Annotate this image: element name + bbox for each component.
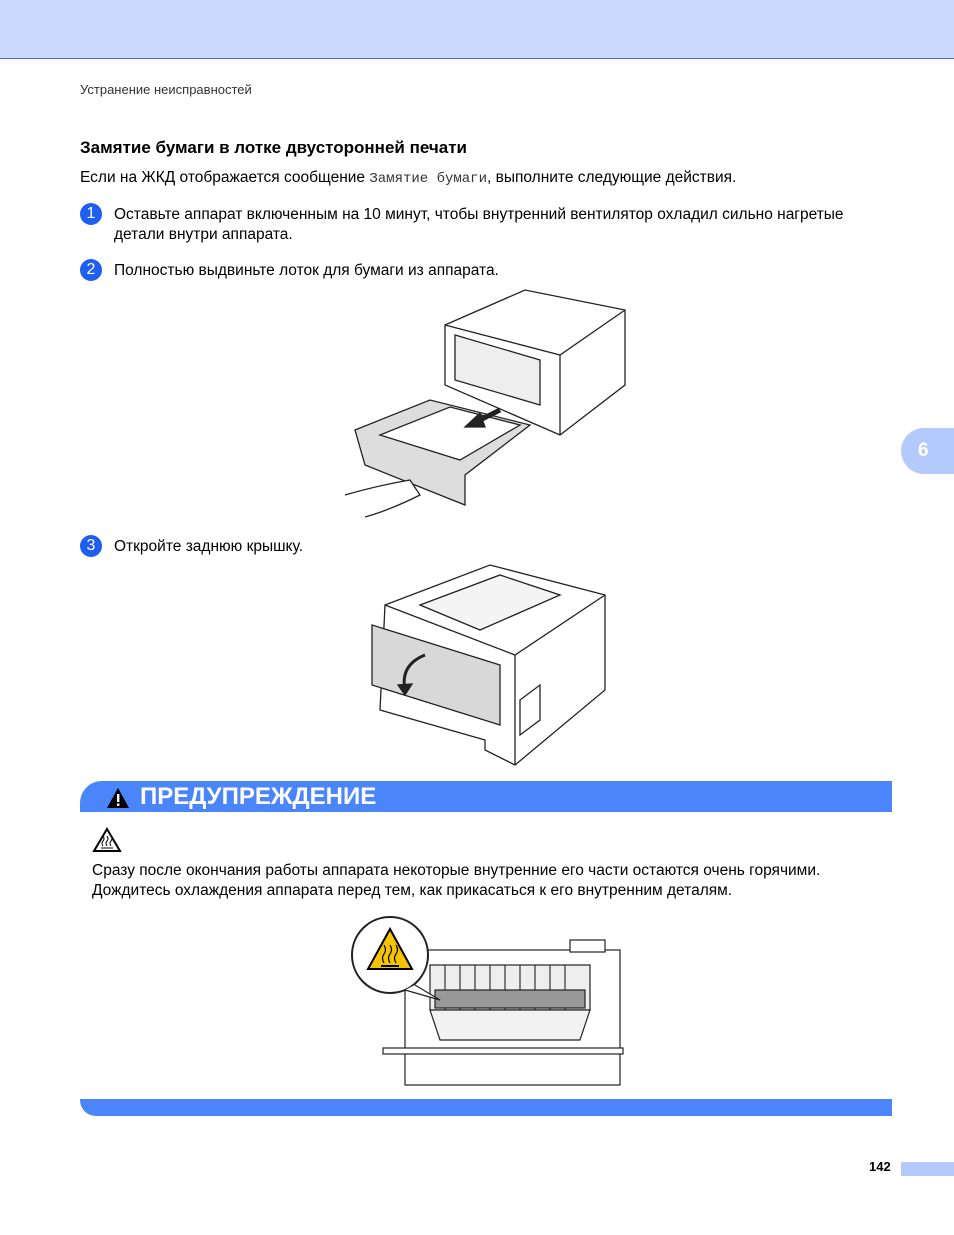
breadcrumb: Устранение неисправностей [80,82,252,97]
step-text: Откройте заднюю крышку. [114,538,304,555]
step-text: Оставьте аппарат включенным на 10 минут,… [114,206,844,243]
hot-surface-icon [92,827,122,852]
step-2: 2 Полностью выдвиньте лоток для бумаги из… [80,259,874,281]
warning-title: ПРЕДУПРЕЖДЕНИЕ [140,783,377,810]
printer-tray-illustration [344,289,626,518]
warning-banner: ПРЕДУПРЕЖДЕНИЕ [80,781,892,812]
step-number: 3 [80,535,102,557]
warning-icon [107,788,129,808]
header-bar [0,0,954,59]
hot-parts-illustration [351,916,624,1086]
section-title: Замятие бумаги в лотке двусторонней печа… [80,138,467,157]
step-number: 2 [80,259,102,281]
lcd-message: Замятие бумаги [369,171,487,187]
warning-footer-bar [80,1099,892,1116]
page-number: 142 [869,1159,891,1174]
intro-text: Если на ЖКД отображается сообщение Замят… [80,169,736,187]
chapter-tab[interactable]: 6 [901,428,954,474]
intro-before: Если на ЖКД отображается сообщение [80,169,370,186]
printer-back-cover-illustration [371,564,606,766]
warning-text: Сразу после окончания работы аппарата не… [92,862,821,899]
page-number-bar [901,1162,954,1176]
intro-after: , выполните следующие действия. [486,169,737,186]
step-3: 3 Откройте заднюю крышку. [80,535,874,557]
step-number: 1 [80,203,102,225]
step-text: Полностью выдвиньте лоток для бумаги из … [114,262,499,279]
step-1: 1 Оставьте аппарат включенным на 10 минут… [80,203,874,245]
